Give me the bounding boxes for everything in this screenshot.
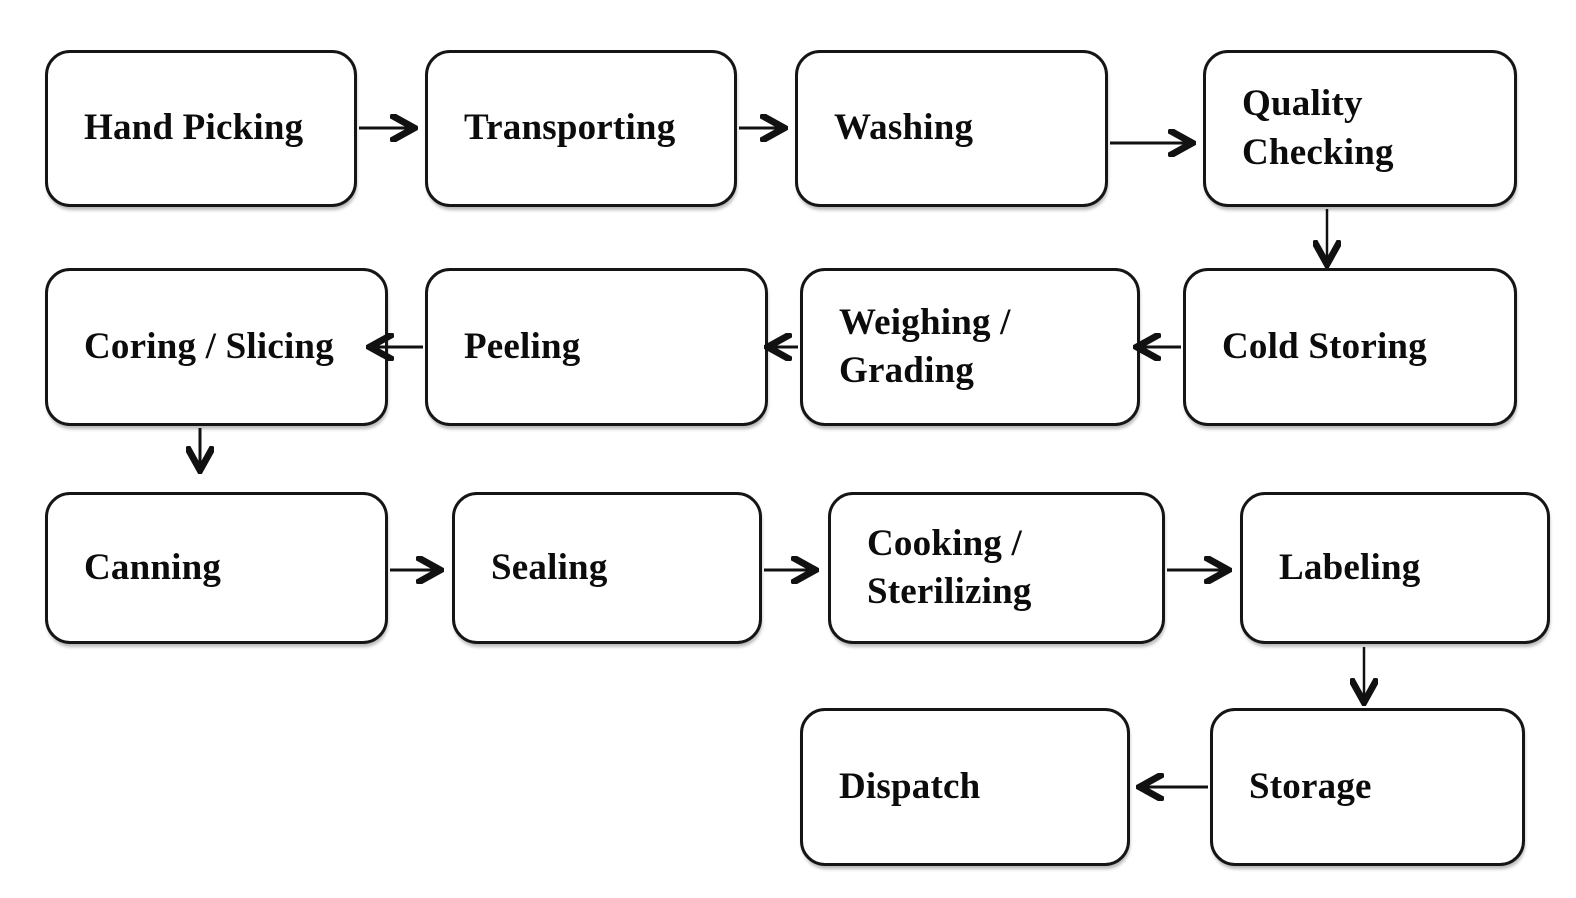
node-sealing: Sealing <box>452 492 762 644</box>
node-label-sealing: Sealing <box>491 546 608 588</box>
node-cooking-sterilizing: Cooking / Sterilizing <box>828 492 1165 644</box>
node-label-hand-picking: Hand Picking <box>84 107 304 149</box>
node-hand-picking: Hand Picking <box>45 50 357 207</box>
node-peeling: Peeling <box>425 268 768 426</box>
node-label-cold-storing: Cold Storing <box>1222 325 1427 367</box>
node-label-labeling: Labeling <box>1279 546 1421 588</box>
node-transporting: Transporting <box>425 50 737 207</box>
node-label-coring-slicing: Coring / Slicing <box>84 325 334 367</box>
node-label-dispatch: Dispatch <box>839 765 981 807</box>
node-label-cooking-sterilizing: Cooking / Sterilizing <box>867 522 1032 612</box>
node-coring-slicing: Coring / Slicing <box>45 268 388 426</box>
node-labeling: Labeling <box>1240 492 1550 644</box>
node-washing: Washing <box>795 50 1108 207</box>
node-weighing-grading: Weighing / Grading <box>800 268 1140 426</box>
node-label-washing: Washing <box>834 107 974 149</box>
node-label-peeling: Peeling <box>464 325 581 367</box>
node-quality-checking: Quality Checking <box>1203 50 1517 207</box>
node-storage: Storage <box>1210 708 1525 866</box>
node-label-canning: Canning <box>84 546 222 588</box>
node-dispatch: Dispatch <box>800 708 1130 866</box>
node-canning: Canning <box>45 492 388 644</box>
node-label-quality-checking: Quality Checking <box>1242 83 1394 173</box>
node-label-transporting: Transporting <box>464 107 676 149</box>
node-label-storage: Storage <box>1249 765 1372 807</box>
node-cold-storing: Cold Storing <box>1183 268 1517 426</box>
node-label-weighing-grading: Weighing / Grading <box>839 301 1011 391</box>
